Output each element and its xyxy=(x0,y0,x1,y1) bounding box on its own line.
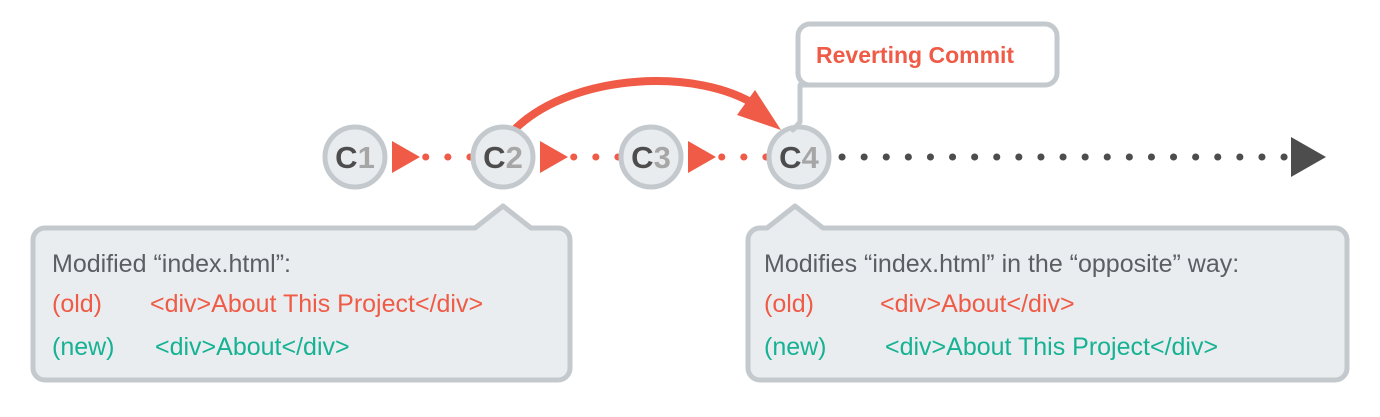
future-timeline xyxy=(838,137,1326,177)
svg-text:C1: C1 xyxy=(335,140,375,175)
commit-node-c3[interactable]: C3 xyxy=(618,124,684,190)
c2-callout-new-code: <div>About</div> xyxy=(155,333,350,361)
c2-callout-old-code: <div>About This Project</div> xyxy=(150,290,483,318)
revert-arc-icon xyxy=(512,77,781,132)
parent-pointer-c2-to-c1 xyxy=(392,141,474,173)
commit-node-c2-number: 2 xyxy=(506,140,523,175)
commit-node-c2-prefix: C xyxy=(483,140,505,175)
commit-node-c4-number: 4 xyxy=(802,140,820,175)
c2-callout-title: Modified “index.html”: xyxy=(52,250,291,278)
commit-node-c1-prefix: C xyxy=(335,140,357,175)
c4-callout-box xyxy=(745,203,1350,383)
reverting-commit-callout-box xyxy=(795,21,1060,88)
reverting-commit-label: Reverting Commit xyxy=(816,42,1014,68)
svg-text:C2: C2 xyxy=(483,140,523,175)
c4-callout-new-code: <div>About This Project</div> xyxy=(885,333,1218,361)
c4-callout-title: Modifies “index.html” in the “opposite” … xyxy=(764,250,1239,278)
commit-node-c2[interactable]: C2 xyxy=(470,124,536,190)
c4-callout-new-label: (new) xyxy=(764,333,827,361)
commit-node-c1[interactable]: C1 xyxy=(322,124,388,190)
commit-node-c4-prefix: C xyxy=(779,140,801,175)
parent-pointer-c3-to-c2 xyxy=(540,141,622,173)
svg-text:C3: C3 xyxy=(631,140,671,175)
svg-text:C4: C4 xyxy=(779,140,819,175)
c4-callout-old-code: <div>About</div> xyxy=(880,290,1075,318)
c2-callout-new-label: (new) xyxy=(52,333,115,361)
c2-callout-old-label: (old) xyxy=(52,290,102,318)
commit-node-c1-number: 1 xyxy=(358,140,375,175)
commit-node-c3-number: 3 xyxy=(654,140,671,175)
commit-node-c4[interactable]: C4 xyxy=(766,124,832,190)
c2-callout-box xyxy=(30,203,573,383)
c4-callout-old-label: (old) xyxy=(764,290,814,318)
parent-pointer-c4-to-c3 xyxy=(688,141,770,173)
commit-node-c3-prefix: C xyxy=(631,140,653,175)
